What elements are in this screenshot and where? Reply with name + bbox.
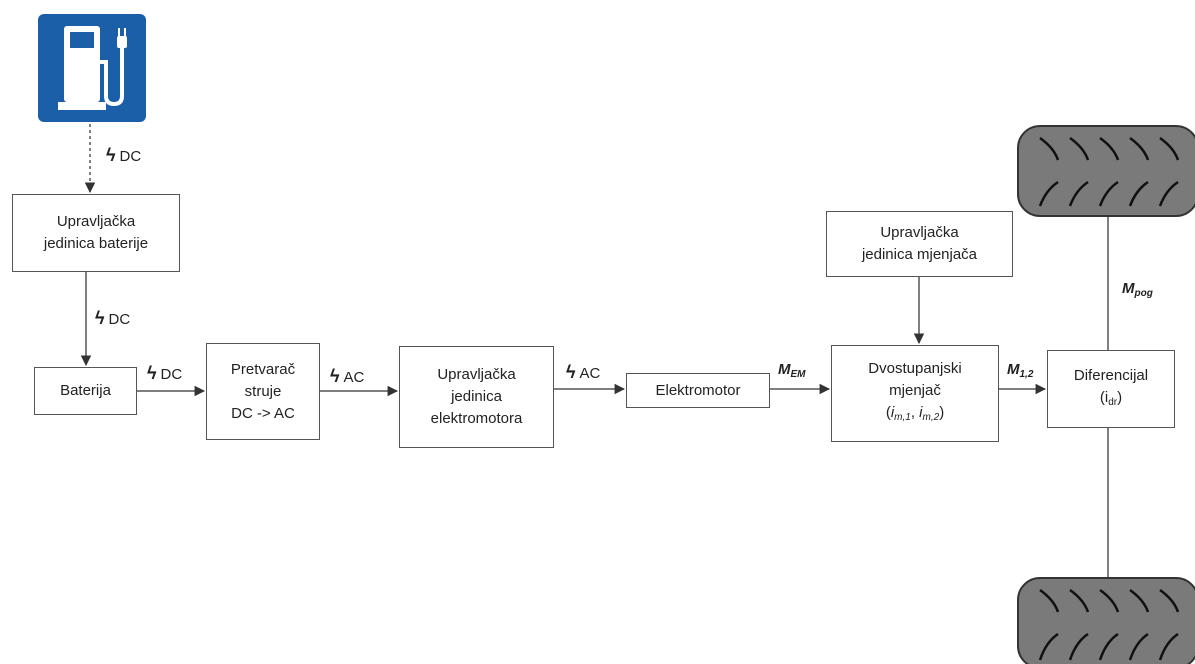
motor-ctrl-line-1: Upravljačka <box>437 366 516 383</box>
gearbox-line-1: Dvostupanjski <box>868 360 962 377</box>
gear-ctrl-line-2: jedinica mjenjača <box>861 246 978 263</box>
gearbox-ratios: (im,1, im,2) <box>885 404 945 423</box>
inverter-box: Pretvarač struje DC -> AC <box>206 343 320 440</box>
bolt-icon: ϟ <box>106 145 116 165</box>
motor-ctrl-line-3: elektromotora <box>430 410 523 427</box>
ratio-2: i <box>919 404 923 421</box>
diff-ratio-sub: dr <box>1108 396 1118 408</box>
motor-ctrl-line-2: jedinica <box>451 388 502 405</box>
inverter-line-1: Pretvarač <box>230 360 296 378</box>
motor-control-unit-box: Upravljačka jedinica elektromotora <box>399 346 554 448</box>
tire-icon <box>1017 577 1195 664</box>
diff-ratio-base: i <box>1104 388 1109 406</box>
bms-line-2: jedinica baterije <box>43 235 149 252</box>
m-12-label: M1,2 <box>1007 361 1034 380</box>
motor-label: Elektromotor <box>655 381 741 399</box>
gearbox-line-2: mjenjač <box>889 382 941 399</box>
gearbox-control-unit-box: Upravljačka jedinica mjenjača <box>826 211 1013 277</box>
m-em-label: MEM <box>778 361 806 380</box>
gear-ctrl-line-1: Upravljačka <box>880 224 959 241</box>
ratio-sep: , <box>910 404 915 421</box>
electric-motor-box: Elektromotor <box>626 373 770 408</box>
bolt-icon: ϟ <box>566 362 576 382</box>
differential-label: Diferencijal <box>1073 366 1149 384</box>
bolt-icon: ϟ <box>95 308 105 328</box>
ratio-1: i <box>890 404 895 421</box>
differential-ratio: (idr) <box>1099 388 1123 408</box>
ev-charging-station-icon <box>38 14 146 122</box>
m-pog-label: Mpog <box>1122 280 1153 299</box>
ratio-2-sub: m,2 <box>922 412 940 423</box>
inverter-line-3: DC -> AC <box>231 404 295 422</box>
bolt-icon: ϟ <box>330 366 340 386</box>
battery-management-unit-box: Upravljačka jedinica baterije <box>12 194 180 272</box>
bms-line-1: Upravljačka <box>56 213 136 230</box>
bolt-icon: ϟ <box>147 363 157 383</box>
battery-box: Baterija <box>34 367 137 415</box>
tire-icon <box>1017 125 1195 217</box>
two-speed-gearbox-box: Dvostupanjski mjenjač (im,1, im,2) <box>831 345 999 442</box>
battery-label: Baterija <box>60 382 111 399</box>
ratio-1-sub: m,1 <box>894 412 911 423</box>
inverter-line-2: struje <box>244 382 282 400</box>
differential-box: Diferencijal (idr) <box>1047 350 1175 428</box>
connectors <box>80 124 1109 578</box>
